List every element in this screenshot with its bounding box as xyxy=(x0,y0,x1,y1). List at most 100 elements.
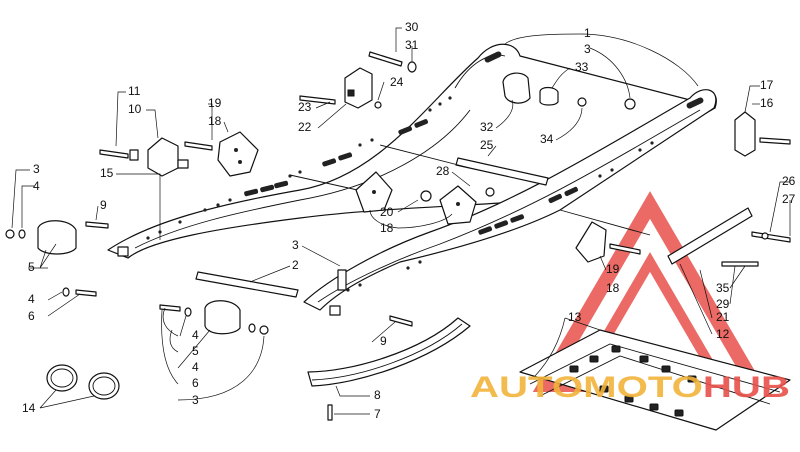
bolt-29 xyxy=(721,261,759,267)
callout-5-left: 5 xyxy=(28,260,35,274)
callout-labels: 30 31 1 3 33 24 23 22 32 25 34 17 16 11 … xyxy=(22,20,796,421)
callout-7: 7 xyxy=(374,407,381,421)
bracket-10 xyxy=(147,137,179,177)
upper-rail xyxy=(107,43,717,259)
callout-22: 22 xyxy=(298,120,312,134)
callout-31: 31 xyxy=(405,38,419,52)
upper-rail-tip xyxy=(117,246,129,257)
callout-3-left: 3 xyxy=(33,162,40,176)
spacer-33 xyxy=(539,86,559,106)
nut-28 xyxy=(485,187,495,197)
washer-4-left xyxy=(18,229,26,239)
screw-7 xyxy=(327,404,333,421)
lower-rail xyxy=(303,89,717,316)
clip-15b xyxy=(177,159,189,169)
callout-4-mid-b: 4 xyxy=(192,360,199,374)
callout-4-left: 4 xyxy=(33,179,40,193)
rail-slots xyxy=(244,51,502,197)
bolt-30 xyxy=(368,51,403,67)
leader-lines xyxy=(11,27,791,415)
washer-4-mid-b xyxy=(248,323,256,333)
bolt-19-upper xyxy=(184,141,213,151)
lower-rail-body xyxy=(303,89,717,311)
callout-20: 20 xyxy=(380,205,394,219)
callout-6-mid: 6 xyxy=(192,376,199,390)
bracket-18-right xyxy=(575,221,607,263)
nut-34 xyxy=(577,97,587,107)
nut-20 xyxy=(420,190,432,202)
callout-5-mid: 5 xyxy=(192,344,199,358)
callout-24: 24 xyxy=(390,75,404,89)
small-parts xyxy=(5,51,791,431)
callout-29: 29 xyxy=(716,297,730,311)
callout-35: 35 xyxy=(716,281,730,295)
bolt-6-left xyxy=(75,289,97,297)
callout-1: 1 xyxy=(584,26,591,40)
callout-16: 16 xyxy=(760,96,774,110)
washer-31 xyxy=(407,61,417,73)
callout-3: 3 xyxy=(584,42,591,56)
washer-26 xyxy=(761,232,769,240)
nut-3-mid xyxy=(259,325,269,335)
bolt-27 xyxy=(751,231,791,243)
callout-6-left: 6 xyxy=(28,309,35,323)
callout-34: 34 xyxy=(540,132,554,146)
callout-9-mid: 9 xyxy=(380,334,387,348)
callout-28: 28 xyxy=(436,164,450,178)
bolt-6-mid xyxy=(159,304,181,312)
cross-shafts xyxy=(195,144,651,298)
callout-18-right: 18 xyxy=(606,281,620,295)
bracket-17 xyxy=(734,111,756,157)
clip-15a xyxy=(129,149,139,161)
callout-14: 14 xyxy=(22,401,36,415)
stopper-5-left xyxy=(37,220,77,255)
washer-24 xyxy=(374,101,382,109)
nut-3-left xyxy=(5,229,15,239)
callout-23: 23 xyxy=(298,100,312,114)
shaft-2 xyxy=(195,271,299,298)
wear-strip-studs xyxy=(569,345,697,417)
callout-19-right: 19 xyxy=(606,262,620,276)
callout-3-vert: 3 xyxy=(292,238,299,252)
slide-bar xyxy=(667,207,753,265)
washer-4-lower xyxy=(62,287,70,297)
callout-18-mid: 18 xyxy=(380,221,394,235)
callout-21: 21 xyxy=(716,310,730,324)
callout-2: 2 xyxy=(292,258,299,272)
bolt-9-left xyxy=(85,221,109,229)
rail-holes xyxy=(146,96,452,240)
bumper-32 xyxy=(502,72,531,104)
callout-33: 33 xyxy=(575,60,589,74)
callout-32: 32 xyxy=(480,120,494,134)
callout-25: 25 xyxy=(480,138,494,152)
callout-8: 8 xyxy=(374,388,381,402)
callout-4-lower: 4 xyxy=(28,292,35,306)
callout-15: 15 xyxy=(100,166,114,180)
callout-12: 12 xyxy=(716,327,730,341)
callout-26: 26 xyxy=(782,174,796,188)
callout-9: 9 xyxy=(100,198,107,212)
bolt-16 xyxy=(759,137,791,145)
runner-8 xyxy=(307,317,471,387)
callout-30: 30 xyxy=(405,20,419,34)
callout-10: 10 xyxy=(128,102,142,116)
shaft-25 xyxy=(455,157,549,186)
washer-4-mid xyxy=(184,307,192,317)
callout-11: 11 xyxy=(128,84,141,98)
callout-13: 13 xyxy=(568,310,582,324)
wear-strips-13 xyxy=(519,329,791,431)
bracket-22 xyxy=(344,67,373,109)
bolt-19-right xyxy=(609,243,641,255)
callout-18: 18 xyxy=(208,114,222,128)
callout-19: 19 xyxy=(208,96,222,110)
bolt-9-mid xyxy=(389,315,413,327)
stopper-5-mid xyxy=(204,300,241,335)
callout-3-mid: 3 xyxy=(192,393,199,407)
callout-27: 27 xyxy=(782,192,796,206)
callout-4-mid-a: 4 xyxy=(192,328,199,342)
lower-rail-tip xyxy=(329,305,341,316)
